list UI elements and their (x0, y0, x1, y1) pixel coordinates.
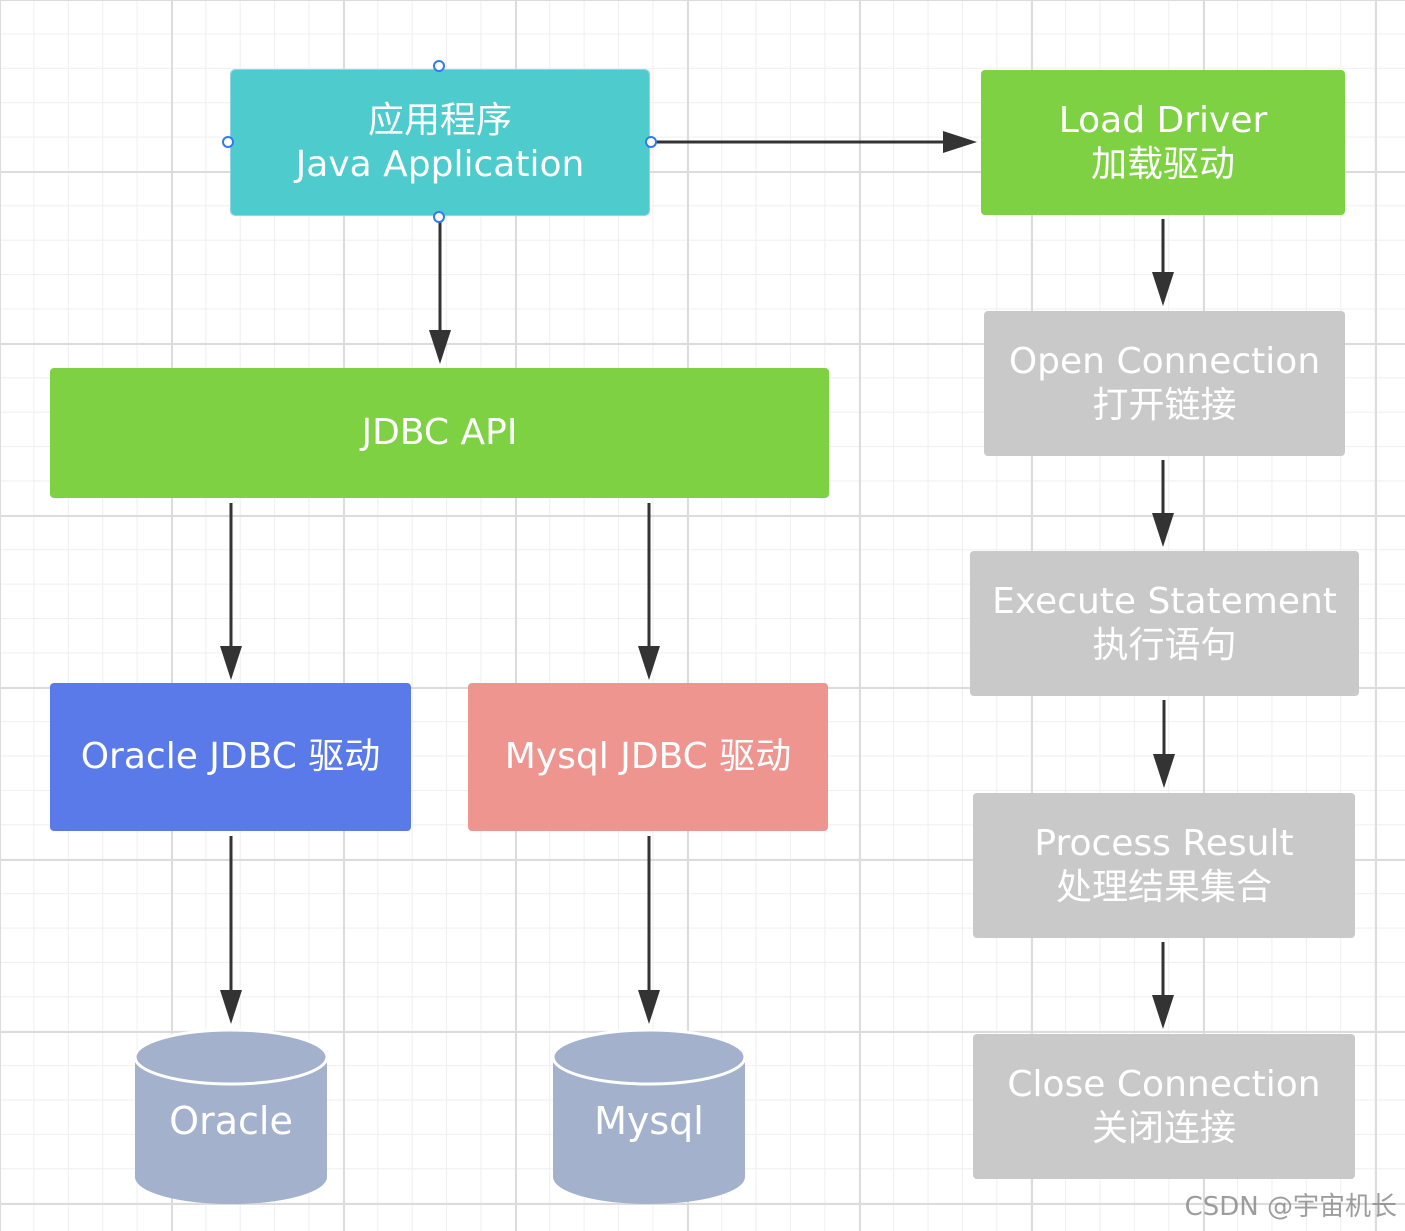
arrow-execute-to-process[interactable] (1153, 700, 1175, 788)
process-result-label-zh: 处理结果集合 (1055, 866, 1272, 908)
app-label-en: Java Application (295, 143, 585, 185)
open-connection-label-en: Open Connection (1008, 340, 1321, 382)
load-driver-label-en: Load Driver (1058, 99, 1268, 141)
jdbc-api-label: JDBC API (361, 412, 518, 453)
oracle-driver-label: Oracle JDBC 驱动 (80, 736, 381, 777)
arrow-jdbc-to-oracle-driver[interactable] (220, 503, 242, 680)
load-driver-node[interactable]: Load Driver 加载驱动 (981, 70, 1345, 215)
oracle-driver-node[interactable]: Oracle JDBC 驱动 (50, 683, 411, 831)
selection-handle-left[interactable] (222, 136, 234, 148)
mysql-database-cylinder[interactable] (551, 1028, 747, 1204)
arrow-mysql-driver-to-db[interactable] (638, 836, 660, 1024)
selection-handle-top[interactable] (433, 60, 445, 72)
execute-statement-node[interactable]: Execute Statement 执行语句 (970, 551, 1359, 696)
jdbc-api-node[interactable]: JDBC API (50, 368, 829, 498)
load-driver-label-zh: 加载驱动 (1090, 143, 1235, 185)
arrow-app-to-jdbc-api[interactable] (429, 218, 451, 364)
arrow-load-to-open[interactable] (1152, 219, 1174, 306)
app-label-zh: 应用程序 (367, 99, 512, 141)
arrow-jdbc-to-mysql-driver[interactable] (638, 503, 660, 680)
java-application-node[interactable]: 应用程序 Java Application (230, 69, 650, 216)
oracle-database-cylinder[interactable] (133, 1028, 329, 1204)
execute-statement-label-en: Execute Statement (992, 580, 1337, 622)
execute-statement-label-zh: 执行语句 (1092, 624, 1237, 666)
process-result-label-en: Process Result (1034, 822, 1294, 864)
process-result-node[interactable]: Process Result 处理结果集合 (973, 793, 1355, 938)
mysql-driver-label: Mysql JDBC 驱动 (504, 736, 792, 777)
close-connection-label-en: Close Connection (1007, 1063, 1321, 1105)
oracle-database-label: Oracle (169, 1099, 293, 1143)
selection-handle-bottom[interactable] (433, 211, 445, 223)
arrow-process-to-close[interactable] (1152, 942, 1174, 1029)
arrow-oracle-driver-to-db[interactable] (220, 836, 242, 1024)
arrow-open-to-execute[interactable] (1152, 460, 1174, 547)
watermark: CSDN @宇宙机长 (1184, 1192, 1397, 1222)
open-connection-label-zh: 打开链接 (1092, 384, 1237, 426)
open-connection-node[interactable]: Open Connection 打开链接 (984, 311, 1345, 456)
selection-handle-right[interactable] (645, 136, 657, 148)
close-connection-label-zh: 关闭连接 (1091, 1107, 1236, 1149)
mysql-driver-node[interactable]: Mysql JDBC 驱动 (468, 683, 828, 831)
close-connection-node[interactable]: Close Connection 关闭连接 (973, 1034, 1355, 1179)
mysql-database-label: Mysql (594, 1099, 704, 1143)
arrow-app-to-load-driver[interactable] (652, 131, 977, 153)
